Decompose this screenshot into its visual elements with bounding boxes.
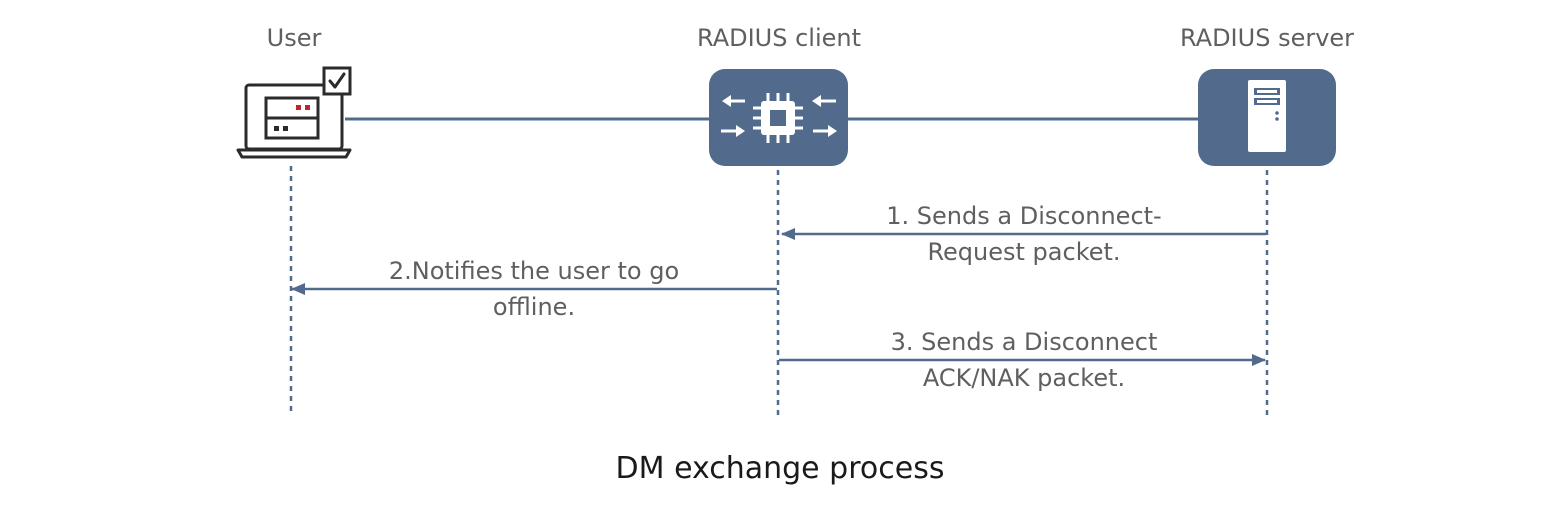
message-2-label-line-2: offline. [493,293,575,321]
message-1-label-line-1: 1. Sends a Disconnect- [886,202,1161,230]
message-2-label-line-1: 2.Notifies the user to go [389,257,679,285]
participant-label-user: User [267,24,322,52]
participant-label-radius-client: RADIUS client [697,24,861,52]
participant-label-radius-server: RADIUS server [1180,24,1354,52]
server-tower-icon [1198,69,1336,166]
message-3-label-line-1: 3. Sends a Disconnect [891,328,1158,356]
network-device-icon [709,69,848,166]
diagram-caption: DM exchange process [616,451,945,486]
message-3-label-line-2: ACK/NAK packet. [923,364,1125,392]
laptop-check-icon [236,66,352,159]
message-1-label-line-2: Request packet. [927,238,1120,266]
